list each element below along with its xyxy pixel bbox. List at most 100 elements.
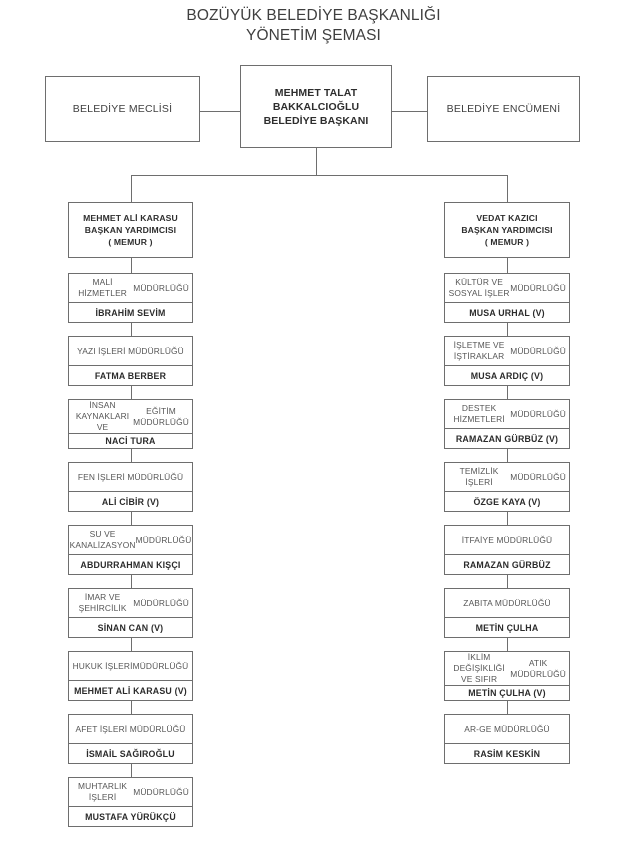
department-person: SİNAN CAN (V): [97, 622, 164, 633]
department-title-line-2: MÜDÜRLÜĞÜ: [132, 660, 189, 671]
box-deputy-mayor-right[interactable]: VEDAT KAZICI BAŞKAN YARDIMCISI ( MEMUR ): [444, 202, 570, 258]
department-title-line-1: FEN İŞLERİ MÜDÜRLÜĞÜ: [77, 471, 184, 482]
deputy-right-name: VEDAT KAZICI: [476, 213, 538, 223]
department-title-line-1: TEMİZLİK İŞLERİ: [459, 466, 499, 487]
connector-deputies-bus: [131, 175, 508, 176]
department-box[interactable]: YAZI İŞLERİ MÜDÜRLÜĞÜ FATMA BERBER: [68, 336, 193, 386]
department-person: ALİ CİBİR (V): [101, 496, 160, 507]
connector-between-departments: [507, 512, 508, 525]
department-person: NACİ TURA: [105, 436, 156, 446]
connector-between-departments: [507, 449, 508, 462]
department-box[interactable]: İŞLETME VE İŞTİRAKLAR MÜDÜRLÜĞÜ MUSA ARDIÇ…: [444, 336, 570, 386]
department-title-line-2: ATIK MÜDÜRLÜĞÜ: [510, 657, 567, 679]
connector-deputy-right-to-departments: [507, 258, 508, 273]
deputy-left-name: MEHMET ALİ KARASU: [83, 213, 178, 223]
department-box[interactable]: FEN İŞLERİ MÜDÜRLÜĞÜ ALİ CİBİR (V): [68, 462, 193, 512]
connector-between-departments: [131, 575, 132, 588]
department-title-line-1: YAZI İŞLERİ MÜDÜRLÜĞÜ: [77, 345, 184, 356]
department-person: METİN ÇULHA: [475, 622, 539, 633]
page-title: BOZÜYÜK BELEDİYE BAŞKANLIĞI YÖNETİM ŞEMA…: [0, 6, 627, 46]
department-box[interactable]: MALİ HİZMETLER MÜDÜRLÜĞÜ İBRAHİM SEVİM: [68, 273, 193, 323]
department-person: MEHMET ALİ KARASU (V): [74, 685, 187, 696]
box-belediye-meclisi[interactable]: BELEDİYE MECLİSİ: [45, 76, 200, 142]
deputy-left-status: ( MEMUR ): [108, 237, 153, 247]
department-title-line-1: HUKUK İŞLERİ: [72, 660, 133, 671]
connector-between-departments: [507, 575, 508, 588]
department-title-line-2: EĞİTİM MÜDÜRLÜĞÜ: [133, 405, 189, 427]
department-title: İTFAİYE MÜDÜRLÜĞÜ: [445, 526, 569, 555]
connector-mayor-to-council: [200, 111, 241, 112]
department-title: YAZI İŞLERİ MÜDÜRLÜĞÜ: [69, 337, 192, 366]
department-title-line-1: AR-GE MÜDÜRLÜĞÜ: [464, 723, 550, 734]
department-title-line-1: DESTEK HİZMETLERİ: [453, 403, 505, 424]
department-title: DESTEK HİZMETLERİ MÜDÜRLÜĞÜ: [445, 400, 569, 429]
box-belediye-baskani[interactable]: MEHMET TALAT BAKKALCIOĞLU BELEDİYE BAŞKA…: [240, 65, 392, 148]
department-title-line-1: İKLİM DEĞİŞİKLİĞİ VE SIFIR: [453, 652, 505, 684]
department-title-line-1: ZABITA MÜDÜRLÜĞÜ: [463, 597, 551, 608]
department-title: AR-GE MÜDÜRLÜĞÜ: [445, 715, 569, 744]
box-belediye-encumeni[interactable]: BELEDİYE ENCÜMENİ: [427, 76, 580, 142]
department-title-line-2: MÜDÜRLÜĞÜ: [133, 282, 189, 293]
department-title-line-1: KÜLTÜR VE SOSYAL İŞLER: [448, 277, 510, 298]
department-person: RAMAZAN GÜRBÜZ (V): [455, 433, 559, 444]
department-title-line-2: MÜDÜRLÜĞÜ: [133, 597, 189, 608]
department-title: İŞLETME VE İŞTİRAKLAR MÜDÜRLÜĞÜ: [445, 337, 569, 366]
department-title: MALİ HİZMETLER MÜDÜRLÜĞÜ: [69, 274, 192, 303]
department-person: MUSA URHAL (V): [469, 307, 545, 318]
department-title: ZABITA MÜDÜRLÜĞÜ: [445, 589, 569, 618]
department-title-line-1: İNSAN KAYNAKLARI VE: [75, 400, 130, 432]
connector-between-departments: [507, 638, 508, 651]
department-box[interactable]: DESTEK HİZMETLERİ MÜDÜRLÜĞÜ RAMAZAN GÜRBÜZ…: [444, 399, 570, 449]
belediye-meclisi-label: BELEDİYE MECLİSİ: [72, 103, 173, 115]
connector-between-departments: [507, 386, 508, 399]
connector-between-departments: [131, 512, 132, 525]
box-deputy-mayor-left[interactable]: MEHMET ALİ KARASU BAŞKAN YARDIMCISI ( ME…: [68, 202, 193, 258]
mayor-title: BELEDİYE BAŞKANI: [263, 114, 369, 127]
department-title: AFET İŞLERİ MÜDÜRLÜĞÜ: [69, 715, 192, 744]
page-title-line-1: BOZÜYÜK BELEDİYE BAŞKANLIĞI: [186, 7, 441, 24]
department-person: MUSA ARDIÇ (V): [470, 370, 544, 381]
connector-bus-to-right-deputy: [507, 175, 508, 202]
department-title-line-2: MÜDÜRLÜĞÜ: [510, 345, 566, 356]
department-person: MUSTAFA YÜRÜKÇÜ: [85, 811, 176, 822]
department-person: ÖZGE KAYA (V): [473, 496, 541, 507]
connector-between-departments: [131, 323, 132, 336]
belediye-encumeni-label: BELEDİYE ENCÜMENİ: [446, 103, 561, 115]
connector-between-departments: [507, 323, 508, 336]
department-box[interactable]: İTFAİYE MÜDÜRLÜĞÜ RAMAZAN GÜRBÜZ: [444, 525, 570, 575]
department-person: İBRAHİM SEVİM: [95, 307, 166, 318]
department-title-line-2: MÜDÜRLÜĞÜ: [133, 786, 189, 797]
department-title: FEN İŞLERİ MÜDÜRLÜĞÜ: [69, 463, 192, 492]
department-person: FATMA BERBER: [94, 370, 167, 381]
department-title-line-1: İŞLETME VE İŞTİRAKLAR: [453, 340, 505, 361]
deputy-left-title: BAŞKAN YARDIMCISI: [84, 225, 177, 235]
department-box[interactable]: İMAR VE ŞEHİRCİLİK MÜDÜRLÜĞÜ SİNAN CAN (V): [68, 588, 193, 638]
connector-bus-to-left-deputy: [131, 175, 132, 202]
connector-mayor-to-encumen: [392, 111, 428, 112]
department-title-line-1: MALİ HİZMETLER: [78, 277, 127, 298]
department-box[interactable]: ZABITA MÜDÜRLÜĞÜ METİN ÇULHA: [444, 588, 570, 638]
department-title-line-2: MÜDÜRLÜĞÜ: [135, 534, 192, 545]
page-title-line-2: YÖNETİM ŞEMASI: [246, 27, 381, 44]
department-title-line-1: İTFAİYE MÜDÜRLÜĞÜ: [461, 534, 553, 545]
department-title-line-1: İMAR VE ŞEHİRCİLİK: [78, 592, 127, 613]
department-title-line-2: MÜDÜRLÜĞÜ: [510, 408, 566, 419]
connector-between-departments: [131, 764, 132, 777]
department-person: RAMAZAN GÜRBÜZ: [463, 559, 551, 570]
